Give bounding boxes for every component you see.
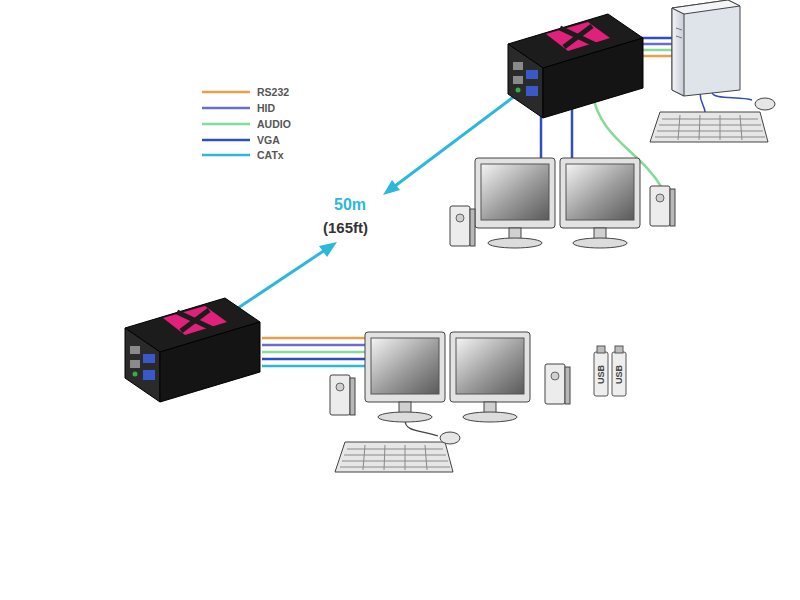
usb-stick [612,352,626,396]
speaker [545,364,570,404]
usb-label: USB [615,364,624,383]
arrow-head [319,242,337,257]
legend-line [202,154,250,157]
drive-bay [676,36,682,38]
speaker [450,206,475,246]
cable-length: (165ft) [323,220,368,235]
tower-top [672,0,740,14]
hid-cable [262,344,368,347]
legend-line [202,107,250,110]
rs232-cable [262,337,368,340]
speaker [330,375,355,415]
mouse [440,432,460,444]
speaker [650,186,675,226]
arrow-head [383,180,400,195]
tower-side [672,0,740,96]
usb-sticks [594,346,626,396]
monitor [475,158,555,248]
tower-front [672,8,684,96]
usb-stick [594,352,608,396]
legend-line [202,91,250,94]
usb-plug [615,346,623,353]
monitor [365,332,445,422]
legend-label: AUDIO [257,119,291,130]
vga-cable [262,358,368,361]
extender-unit [125,298,260,402]
drive-bay [676,28,682,30]
mouse [755,98,775,110]
audio-cable [262,351,368,354]
cable-segment [232,250,325,312]
legend-line [202,123,250,126]
mouse-cable [712,92,752,100]
legend-samples [202,92,250,155]
extender-unit [508,14,643,118]
legend-label: CATx [257,150,284,161]
keyboard-cable [700,92,705,112]
monitor [450,332,530,422]
keyboard [335,442,453,472]
usb-label: USB [597,364,606,383]
computer-tower [672,0,740,96]
monitor [560,158,640,248]
keyboard [650,112,768,142]
usb-plug [597,346,605,353]
legend-label: HID [257,103,275,114]
legend-label: VGA [257,135,280,146]
legend-label: RS232 [257,87,289,98]
legend-line [202,139,250,142]
cable-length: 50m [334,197,366,213]
catx-cable [262,365,368,368]
